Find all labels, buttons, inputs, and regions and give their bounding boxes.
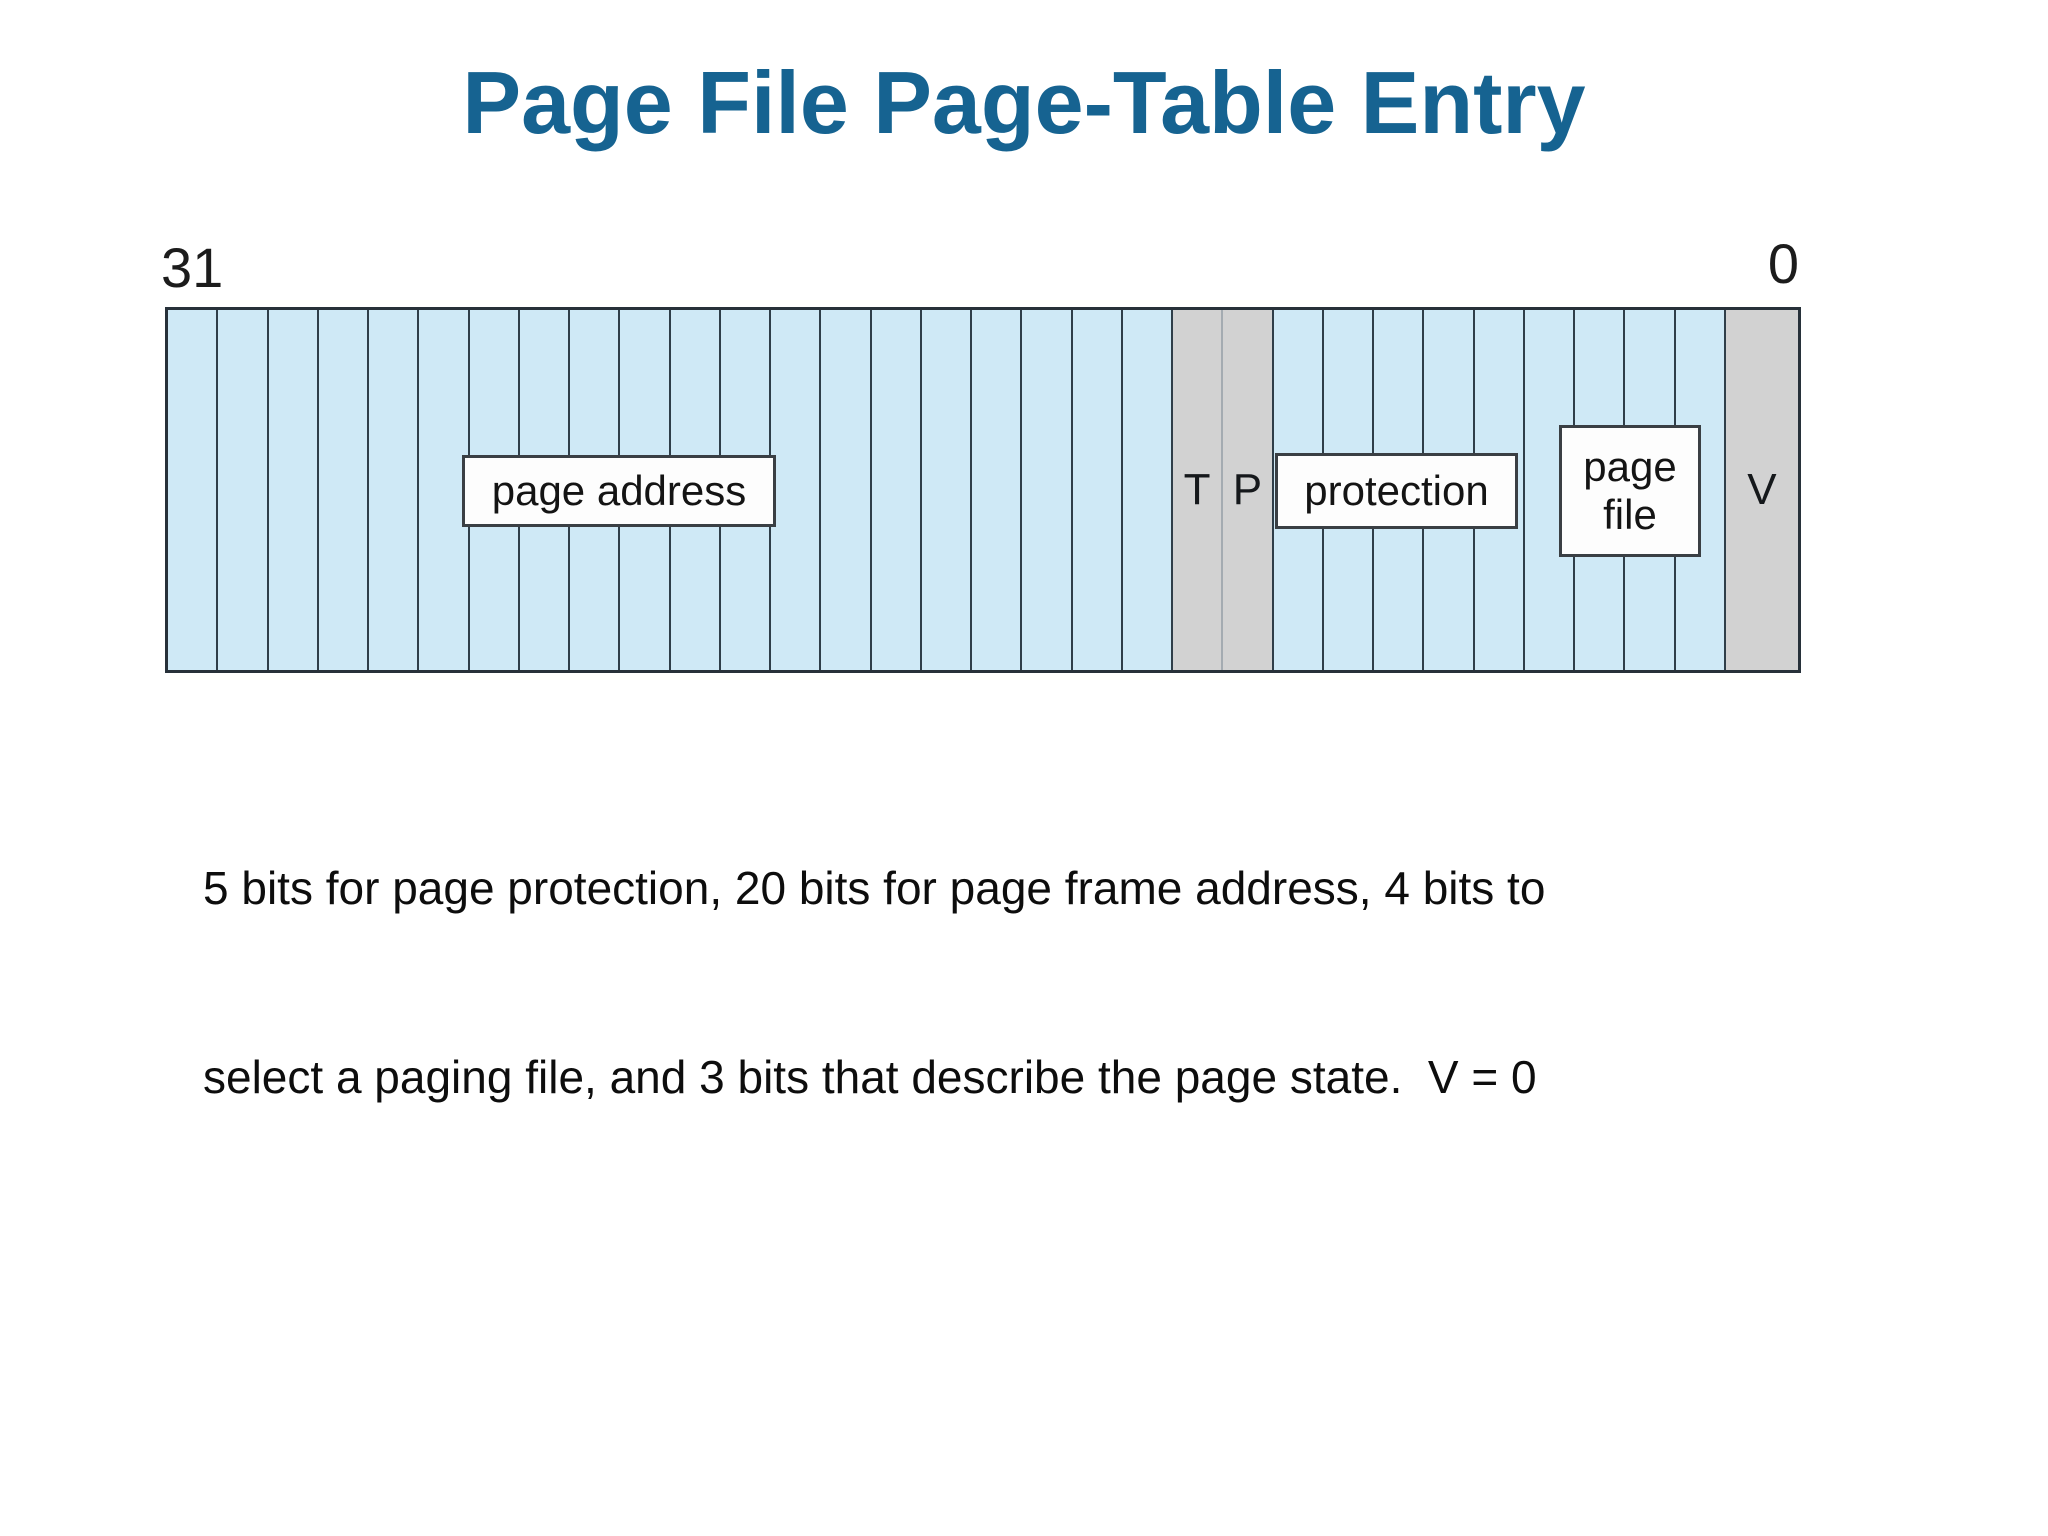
bit-cell-page-address [1022,310,1073,670]
bit-cell-v: V [1725,310,1799,670]
bit-letter-p: P [1232,465,1263,514]
page-file-label-line2: file [1603,491,1657,538]
bit-cell-page-address [921,310,972,670]
bit-letter-t: T [1183,465,1211,514]
bit-cell-t: T [1173,310,1224,670]
caption-line-1: 5 bits for page protection, 20 bits for … [203,862,1546,914]
bit-cell-page-address [318,310,369,670]
bit-cell-page-address [821,310,872,670]
bit-cell-page-address [871,310,922,670]
bit-cell-page-address [1072,310,1123,670]
caption: 5 bits for page protection, 20 bits for … [203,731,1763,1172]
page-address-label: page address [462,455,776,527]
bit-cell-page-address [168,310,219,670]
bit-cell-page-address [369,310,420,670]
page-title: Page File Page-Table Entry [462,53,1586,152]
protection-label: protection [1275,453,1518,529]
caption-line-2: select a paging file, and 3 bits that de… [203,1051,1537,1103]
bit-index-0: 0 [1767,232,1799,295]
bit-letter-v: V [1747,465,1777,514]
bit-cell-page-address [771,310,822,670]
bit-index-31: 31 [161,236,224,299]
bit-cell-page-address [268,310,319,670]
bit-cell-page-address [218,310,269,670]
page-file-label-line1: page [1583,442,1677,490]
bit-cell-page-address [972,310,1023,670]
bit-cell-page-address [1122,310,1173,670]
page-file-label: page file [1559,425,1701,557]
bit-cell-p: P [1223,310,1274,670]
